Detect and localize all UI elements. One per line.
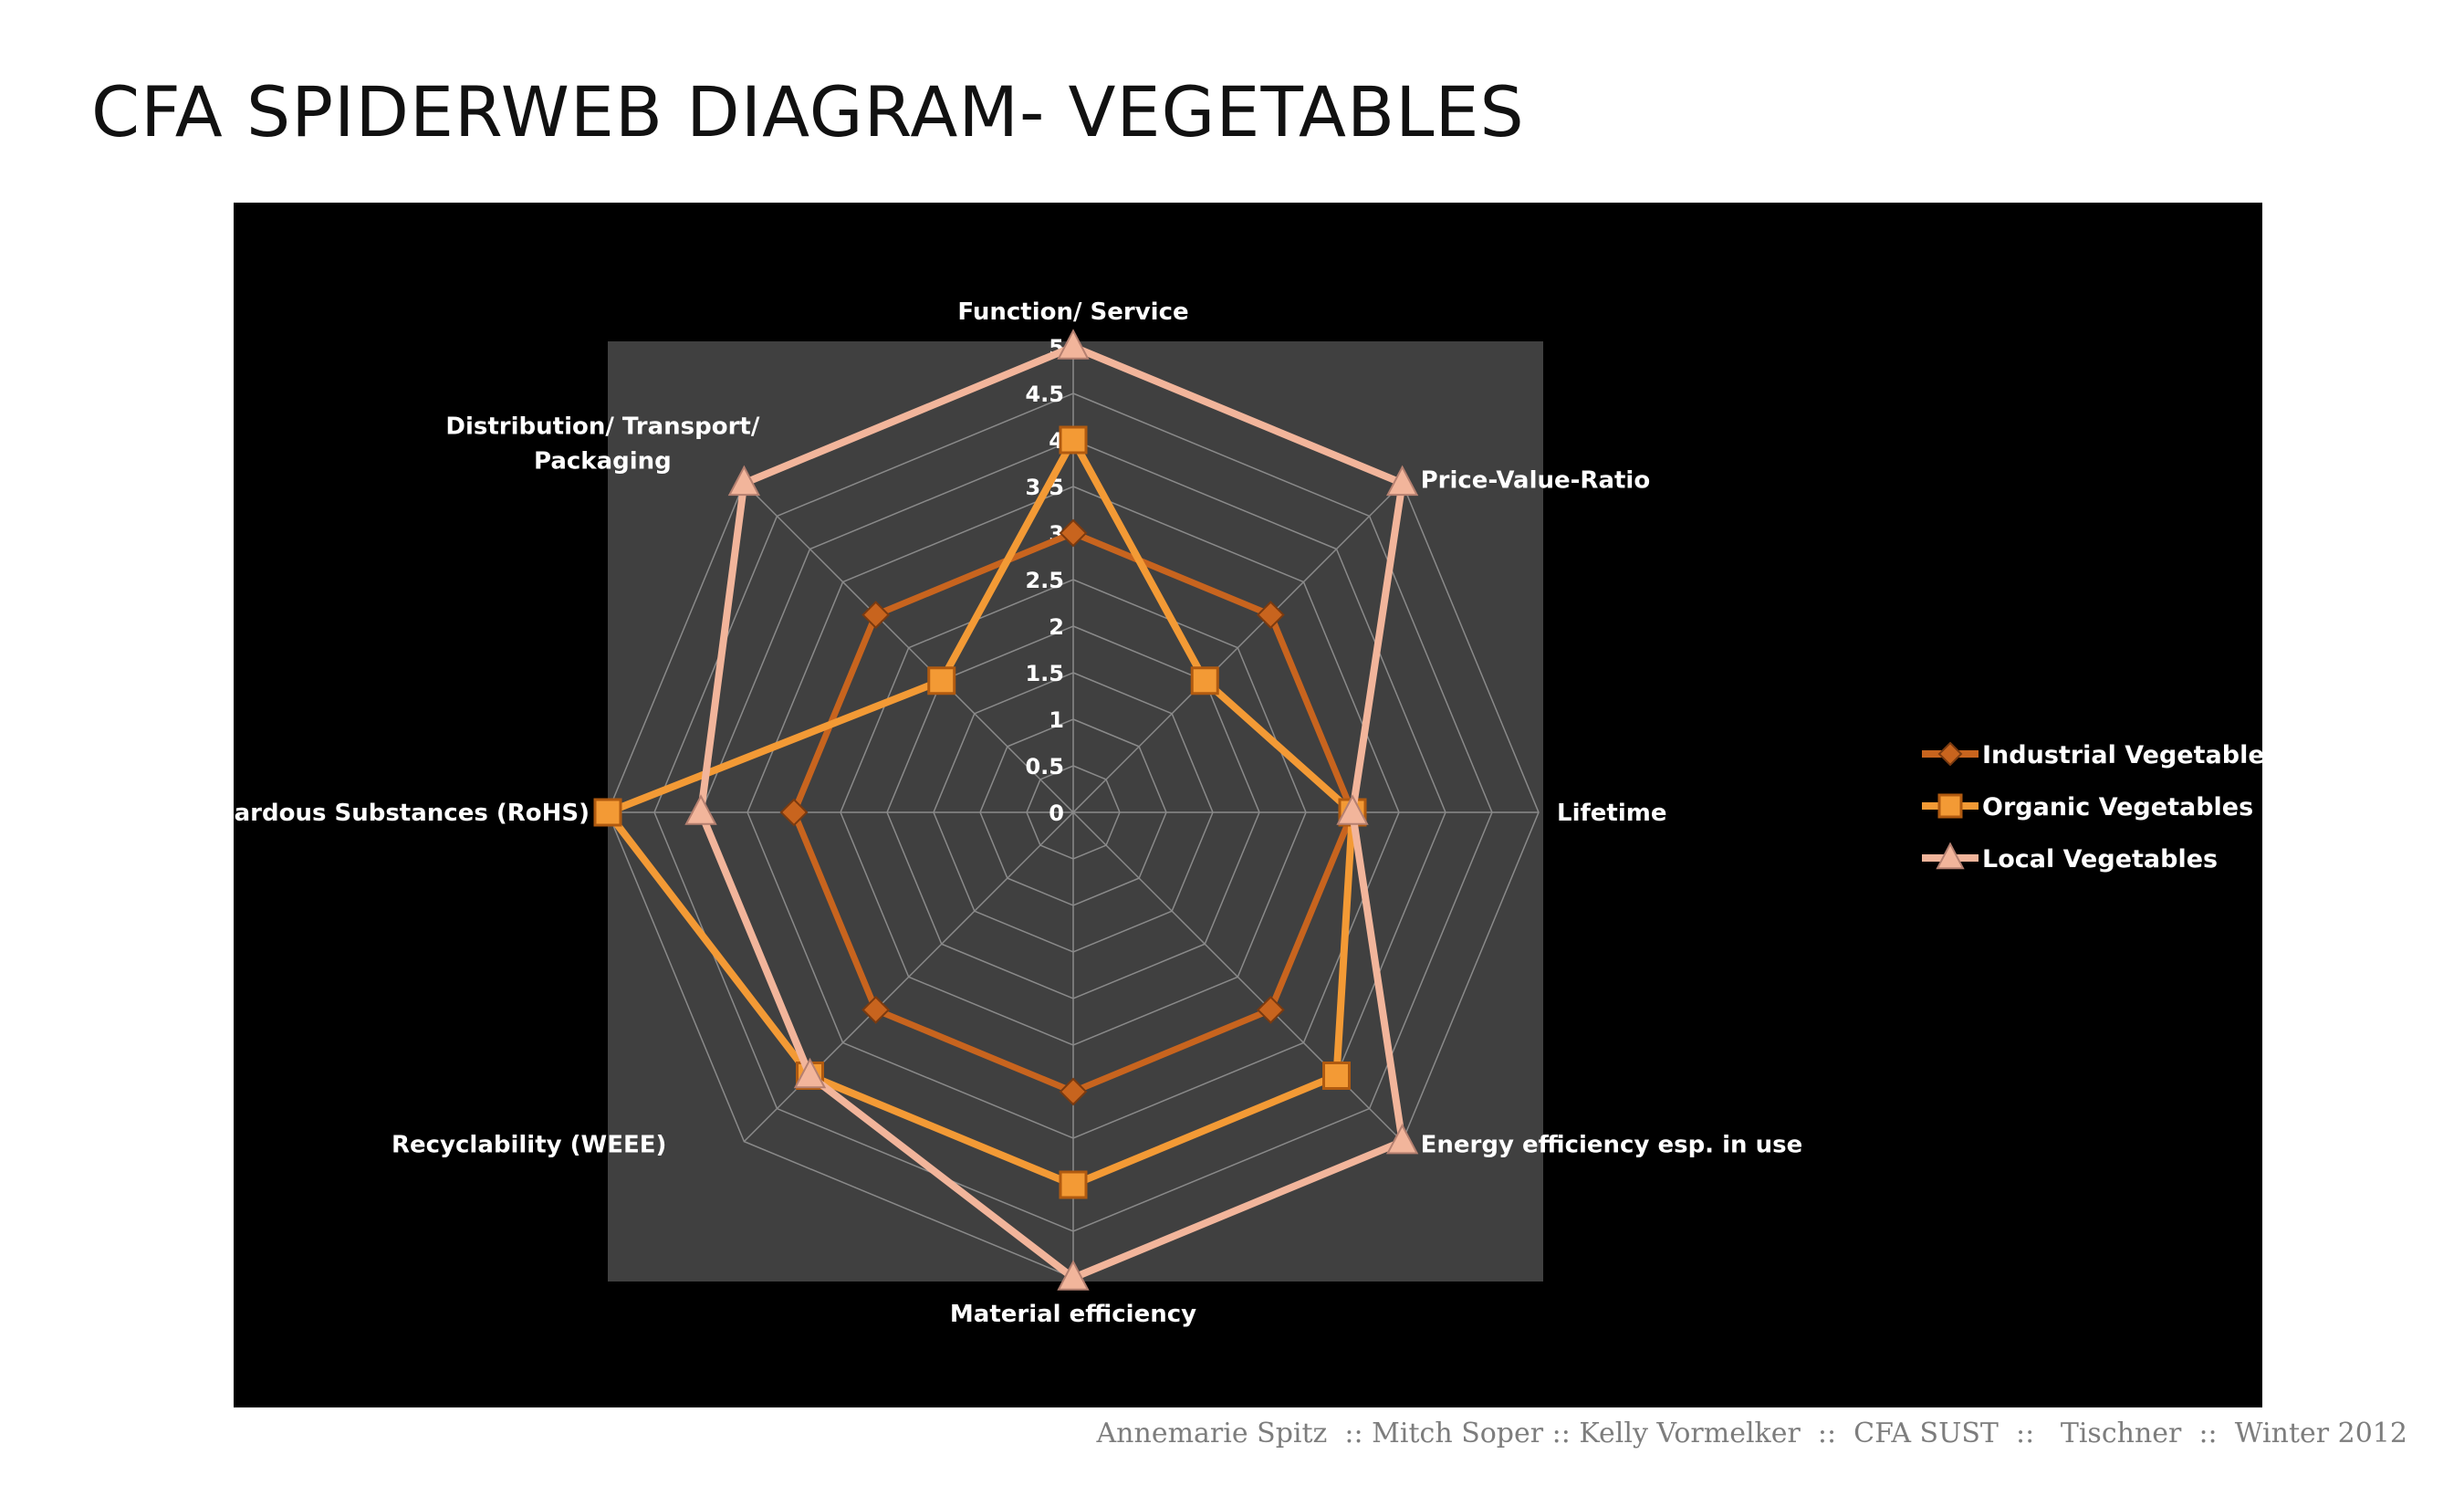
radar-spokes: [608, 347, 1539, 1278]
axis-label-line: Price-Value-Ratio: [1421, 466, 1651, 494]
diamond-marker: [1256, 601, 1285, 630]
axis-label: Function/ Service: [957, 298, 1188, 326]
triangle-marker: [793, 1057, 827, 1089]
grid-spoke: [743, 482, 1074, 813]
square-marker: [1937, 793, 1963, 819]
triangle-marker: [1385, 1123, 1419, 1155]
axis-label: Material efficiency: [950, 1301, 1196, 1328]
triangle-marker: [727, 465, 761, 497]
axis-label-line: Hazardous Substances (RoHS): [234, 800, 590, 827]
diamond-marker: [1937, 741, 1963, 767]
axis-label: Hazardous Substances (RoHS): [234, 800, 590, 827]
square-marker: [927, 666, 956, 696]
axis-label-line: Material efficiency: [950, 1301, 1196, 1328]
radar-chart: 00.511.522.533.544.55 Function/ ServiceP…: [234, 298, 2262, 1328]
tick-label: 0: [1049, 800, 1064, 826]
tick-label: 2.5: [1025, 568, 1064, 593]
axis-label-line: Function/ Service: [957, 298, 1188, 326]
square-marker: [593, 798, 622, 827]
diamond-marker: [861, 601, 891, 630]
diamond-marker: [1059, 1077, 1088, 1106]
triangle-marker: [1936, 842, 1965, 870]
radar-axis-labels: Function/ ServicePrice-Value-RatioLifeti…: [234, 298, 1802, 1328]
diamond-marker: [1059, 518, 1088, 548]
slide-title: CFA SPIDERWEB DIAGRAM- VEGETABLES: [91, 71, 1525, 152]
legend-label: Industrial Vegetables: [1982, 741, 2262, 769]
tick-label: 4.5: [1025, 382, 1064, 407]
square-marker: [1059, 1170, 1088, 1199]
axis-label: Lifetime: [1557, 800, 1667, 827]
series-industrial-vegetables: [779, 518, 1367, 1106]
tick-label: 1.5: [1025, 661, 1064, 686]
diamond-marker: [861, 995, 891, 1024]
square-marker: [1059, 425, 1088, 455]
axis-label-line: Lifetime: [1557, 800, 1667, 827]
axis-label-line: Energy efficiency esp. in use: [1421, 1132, 1803, 1159]
series-local-vegetables: [684, 329, 1419, 1291]
tick-label: 2: [1049, 614, 1064, 640]
axis-label-line: Recyclability (WEEE): [392, 1132, 666, 1159]
square-marker: [1321, 1061, 1351, 1090]
diamond-marker: [779, 798, 809, 827]
triangle-marker: [1336, 794, 1369, 825]
triangle-marker: [1057, 1260, 1090, 1291]
tick-label: 1: [1049, 707, 1064, 733]
triangle-marker: [1057, 329, 1090, 360]
triangle-marker: [684, 794, 717, 825]
axis-label: Energy efficiency esp. in use: [1421, 1132, 1803, 1159]
legend-label: Organic Vegetables: [1982, 793, 2253, 821]
triangle-marker: [1385, 465, 1419, 497]
legend-label: Local Vegetables: [1982, 845, 2218, 874]
radar-series: [593, 329, 1419, 1291]
axis-label: Distribution/ Transport/Packaging: [445, 413, 759, 475]
grid-spoke: [1072, 482, 1404, 813]
axis-label: Price-Value-Ratio: [1421, 466, 1651, 494]
axis-label-line: Packaging: [534, 447, 672, 475]
legend-item: Organic Vegetables: [1922, 793, 2253, 821]
tick-label: 0.5: [1025, 754, 1064, 779]
legend-item: Industrial Vegetables: [1922, 741, 2262, 769]
diamond-marker: [1256, 995, 1285, 1024]
axis-label: Recyclability (WEEE): [392, 1132, 666, 1159]
legend-item: Local Vegetables: [1922, 842, 2218, 874]
footer-credits: Annemarie Spitz :: Mitch Soper :: Kelly …: [1096, 1418, 2407, 1449]
axis-label-line: Distribution/ Transport/: [445, 413, 759, 440]
radar-tick-labels: 00.511.522.533.544.55: [1025, 335, 1064, 826]
square-marker: [1190, 666, 1219, 696]
